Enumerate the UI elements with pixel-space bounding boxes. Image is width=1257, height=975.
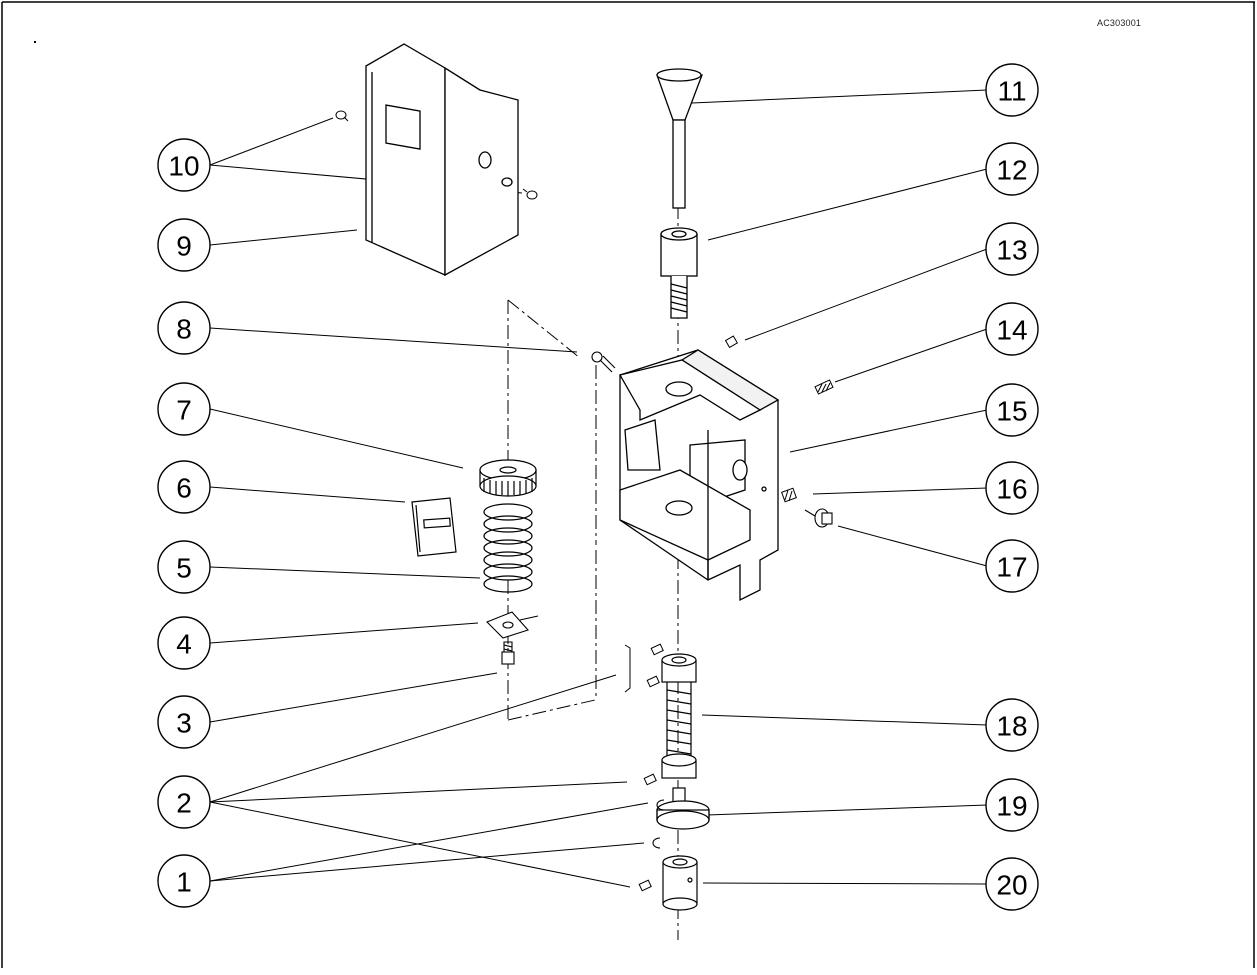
callout-6 [157, 460, 211, 514]
screw-10-a [335, 110, 349, 122]
callout-12 [985, 142, 1039, 196]
callout-label-16: 16 [996, 474, 1027, 505]
callout-14 [985, 302, 1039, 356]
callout-4 [157, 616, 211, 670]
coil-spring-part [483, 503, 533, 593]
screw-10-b [522, 188, 538, 200]
callout-label-2: 2 [176, 788, 192, 819]
callout-17 [985, 539, 1039, 593]
figure-reference: AC303001 [1097, 18, 1142, 28]
callout-18 [985, 698, 1039, 752]
callout-20 [985, 857, 1039, 911]
spring-16 [781, 487, 797, 503]
clip-1-b [652, 837, 661, 849]
callout-label-6: 6 [176, 473, 192, 504]
callout-label-14: 14 [996, 315, 1027, 346]
callout-7 [157, 382, 211, 436]
callout-9 [157, 218, 211, 272]
window-plate-part [411, 497, 457, 557]
callout-13 [985, 222, 1039, 276]
screw-14 [814, 379, 834, 395]
center-lines [507, 205, 679, 940]
plunger-part [656, 68, 703, 209]
stray-dot [34, 41, 36, 43]
callout-label-19: 19 [996, 791, 1027, 822]
callout-labels: 10 9 8 7 6 5 4 3 2 1 11 12 13 14 15 16 1… [168, 76, 1027, 901]
callout-11 [985, 63, 1039, 117]
clip-1-a [656, 799, 665, 811]
set-screw-13 [724, 335, 739, 349]
callout-label-13: 13 [996, 235, 1027, 266]
callout-label-12: 12 [996, 155, 1027, 186]
callout-label-5: 5 [176, 553, 192, 584]
collar-part [662, 855, 698, 911]
callout-19 [985, 778, 1039, 832]
bracket-mark [624, 644, 631, 693]
callout-3 [157, 695, 211, 749]
callout-16 [985, 461, 1039, 515]
leader-lines [209, 89, 988, 888]
callout-label-9: 9 [176, 231, 192, 262]
callout-label-4: 4 [176, 629, 192, 660]
set-screws-2 [638, 643, 664, 892]
callout-label-11: 11 [997, 76, 1026, 107]
callout-label-8: 8 [176, 314, 192, 345]
callout-label-3: 3 [176, 708, 192, 739]
callout-label-18: 18 [996, 711, 1027, 742]
stud-part [501, 641, 515, 665]
plug-17 [804, 508, 833, 528]
screw-8 [591, 351, 616, 373]
callout-8 [157, 301, 211, 355]
cam-part [656, 787, 710, 830]
cover-plate-part [365, 43, 519, 277]
callouts [157, 63, 1039, 911]
callout-label-15: 15 [996, 396, 1027, 427]
callout-1 [157, 854, 211, 908]
callout-5 [157, 540, 211, 594]
callout-label-20: 20 [996, 870, 1027, 901]
spring-shaft-part [661, 653, 697, 779]
bushing-part [660, 227, 698, 319]
callout-label-17: 17 [996, 552, 1027, 583]
main-block-part [619, 349, 780, 602]
callout-15 [985, 383, 1039, 437]
callout-label-1: 1 [176, 867, 192, 898]
washer-clip-part [486, 611, 539, 639]
callout-10 [157, 138, 211, 192]
knurled-wheel-part [479, 459, 537, 497]
callout-label-10: 10 [168, 151, 199, 182]
callout-2 [157, 775, 211, 829]
callout-label-7: 7 [176, 395, 192, 426]
